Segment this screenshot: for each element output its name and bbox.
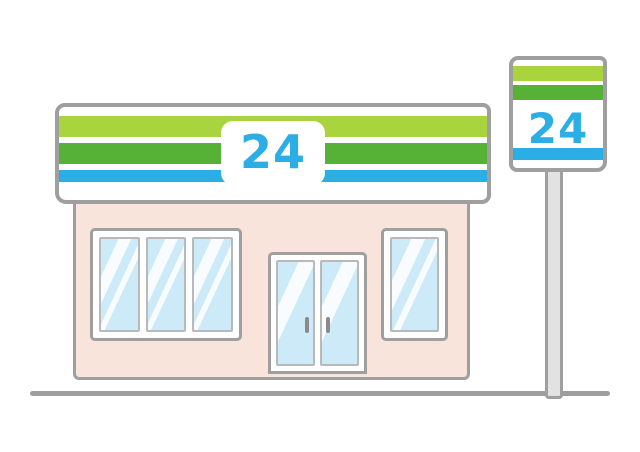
awning-sign: 24 [55, 103, 491, 204]
window-pane [192, 237, 234, 332]
entrance-door [268, 252, 367, 374]
sign-pole [545, 166, 563, 399]
door-handle [326, 317, 330, 333]
awning-hours-label: 24 [239, 125, 306, 179]
pole-sign-stripe-green [513, 85, 603, 100]
pole-sign-stripe-blue [513, 148, 603, 160]
left-window [90, 228, 242, 341]
window-pane [99, 237, 140, 332]
window-pane [390, 237, 439, 332]
door-panel-left [276, 260, 315, 366]
door-panel-right [320, 260, 359, 366]
door-handle [305, 317, 309, 333]
pole-sign-hours-label: 24 [527, 104, 589, 153]
ground-line [30, 391, 610, 396]
pole-sign-stripe-light-green [513, 66, 603, 81]
right-window [381, 228, 448, 341]
window-pane [145, 237, 187, 332]
pole-sign: 24 [509, 56, 607, 172]
awning-hours-badge: 24 [221, 121, 325, 185]
